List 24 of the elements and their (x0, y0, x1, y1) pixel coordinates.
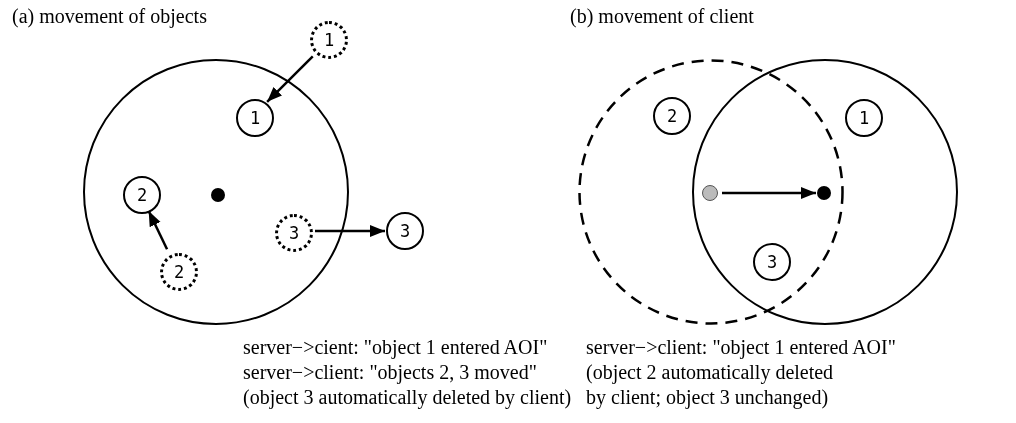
object-circle: 2 (123, 176, 161, 214)
object-circle: 1 (236, 99, 274, 137)
object-circle: 3 (386, 212, 424, 250)
arrow (315, 225, 385, 237)
center-dot (211, 188, 225, 202)
center-dot (817, 186, 831, 200)
note-text: (object 2 automatically deleted by client; object 3 unchanged) (586, 360, 835, 410)
arrow (266, 55, 314, 103)
previous-position-circle: 3 (275, 214, 313, 252)
aoi-circle (83, 59, 349, 325)
object-circle: 1 (845, 99, 883, 137)
previous-center-dot (702, 185, 718, 201)
object-circle: 3 (753, 243, 791, 281)
note-text: (object 3 automatically deleted by client) (243, 385, 572, 410)
message-text: server−>client: "object 1 entered AOI" (586, 335, 896, 360)
arrow (147, 210, 169, 250)
panel-title: (b) movement of client (570, 4, 754, 29)
message-text: server−>cient: "object 1 entered AOI" (243, 335, 548, 360)
panel-title: (a) movement of objects (12, 4, 207, 29)
previous-position-circle: 2 (160, 253, 198, 291)
object-circle: 2 (653, 97, 691, 135)
previous-position-circle: 1 (310, 21, 348, 59)
arrow (722, 187, 816, 199)
message-text: server−>client: "objects 2, 3 moved" (243, 360, 537, 385)
